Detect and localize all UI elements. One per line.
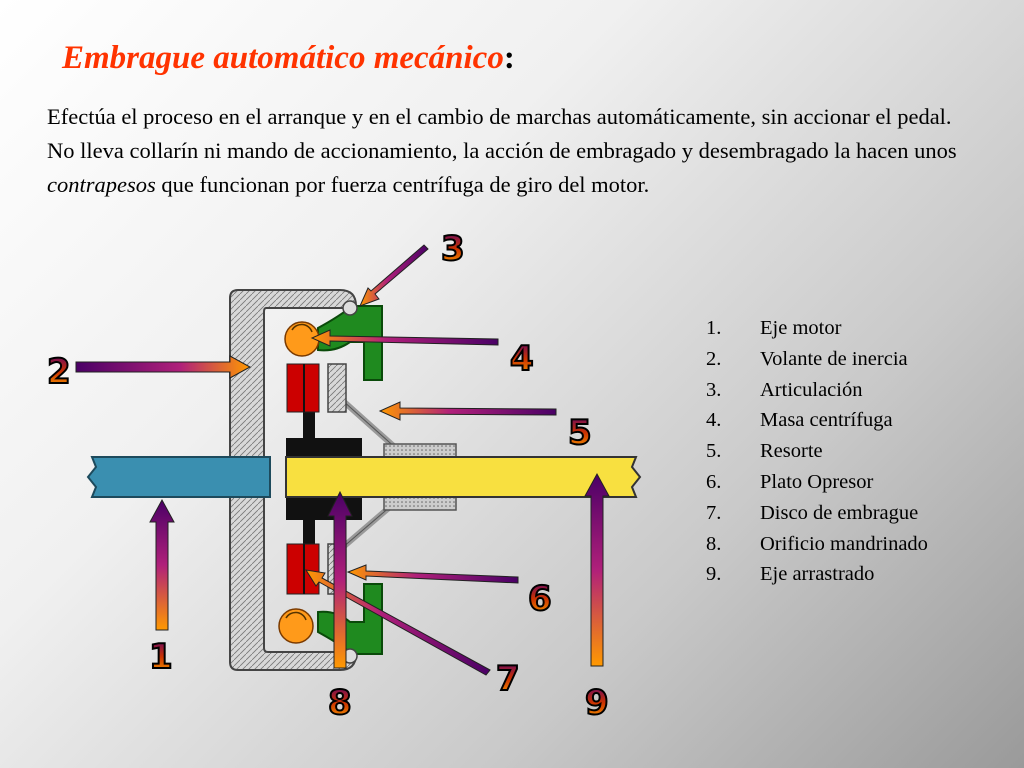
callout-8: 8: [328, 683, 352, 723]
legend-label: Articulación: [760, 378, 863, 401]
arrow-8: [327, 490, 353, 669]
arrow-1: [149, 498, 175, 631]
intro-paragraph-2: No lleva collarín ni mando de accionamie…: [47, 134, 987, 202]
callout-1: 1: [149, 637, 173, 677]
pivot-upper: [342, 300, 358, 316]
legend-label: Volante de inercia: [760, 347, 908, 370]
rotation-arrow-upper: [291, 323, 313, 333]
callout-2: 2: [47, 352, 71, 392]
callout-7: 7: [496, 659, 520, 699]
slide-title: Embrague automático mecánico:: [62, 40, 515, 77]
title-colon: :: [503, 40, 515, 76]
intro-p2-start: No lleva collarín ni mando de accionamie…: [47, 138, 957, 163]
legend-label: Resorte: [760, 440, 823, 463]
hub-upper: [383, 443, 457, 459]
legend-item: 2. Volante de inercia: [706, 344, 928, 375]
callout-5: 5: [568, 413, 592, 453]
driven-shaft: [285, 456, 642, 498]
callout-6: 6: [528, 579, 552, 619]
arrow-6: [346, 564, 519, 584]
legend-number: 1.: [706, 317, 722, 339]
legend-label: Eje motor: [760, 317, 842, 339]
centrifugal-weight-lower: [278, 608, 314, 644]
intro-p2-end: que funcionan por fuerza centrífuga de g…: [155, 172, 650, 197]
lever-upper: [317, 305, 383, 381]
drive-shaft: [86, 456, 271, 498]
legend-number: 9.: [706, 563, 722, 586]
arrow-5: [378, 401, 557, 421]
legend-label: Orificio mandrinado: [760, 532, 928, 555]
pressure-plate-upper: [327, 363, 347, 413]
legend-item: 1. Eje motor: [706, 313, 928, 344]
legend-item: 7. Disco de embrague: [706, 498, 928, 529]
callout-4: 4: [510, 339, 534, 379]
rotation-arrow-lower: [285, 611, 307, 621]
friction-lining-lower-core: [303, 544, 305, 594]
legend-number: 8.: [706, 532, 722, 555]
legend-number: 2.: [706, 347, 722, 370]
arrow-7: [304, 569, 491, 676]
friction-lining-upper-core: [303, 364, 305, 412]
arrow-9: [584, 472, 610, 667]
legend-label: Plato Opresor: [760, 470, 874, 493]
arrow-3: [359, 244, 429, 307]
legend-label: Masa centrífuga: [760, 409, 893, 432]
hub-lower: [383, 495, 457, 511]
legend-label: Eje arrastrado: [760, 563, 875, 586]
legend-label: Disco de embrague: [760, 501, 919, 524]
intro-paragraph-1: Efectúa el proceso en el arranque y en e…: [47, 104, 952, 129]
legend-item: 8. Orificio mandrinado: [706, 529, 928, 560]
legend-number: 5.: [706, 440, 722, 463]
arrow-4: [310, 329, 499, 347]
callout-9: 9: [585, 683, 609, 723]
legend-number: 3.: [706, 378, 722, 401]
clutch-disc-stem-upper: [303, 408, 315, 444]
legend-number: 4.: [706, 409, 722, 432]
title-text: Embrague automático mecánico: [62, 40, 504, 76]
callout-3: 3: [441, 229, 465, 269]
legend-number: 6.: [706, 470, 722, 493]
parts-legend: 1. Eje motor 2. Volante de inercia 3. Artic…: [706, 313, 928, 590]
legend-item: 4. Masa centrífuga: [706, 405, 928, 436]
clutch-disc-stem-lower: [303, 514, 315, 550]
arrow-2: [75, 355, 252, 379]
legend-item: 9. Eje arrastrado: [706, 559, 928, 590]
legend-item: 5. Resorte: [706, 436, 928, 467]
legend-item: 3. Articulación: [706, 375, 928, 406]
spring-upper-edge: [341, 399, 399, 451]
legend-item: 6. Plato Opresor: [706, 467, 928, 498]
legend-number: 7.: [706, 501, 722, 524]
intro-text: Efectúa el proceso en el arranque y en e…: [47, 100, 987, 202]
intro-p2-emphasis: contrapesos: [47, 172, 156, 197]
